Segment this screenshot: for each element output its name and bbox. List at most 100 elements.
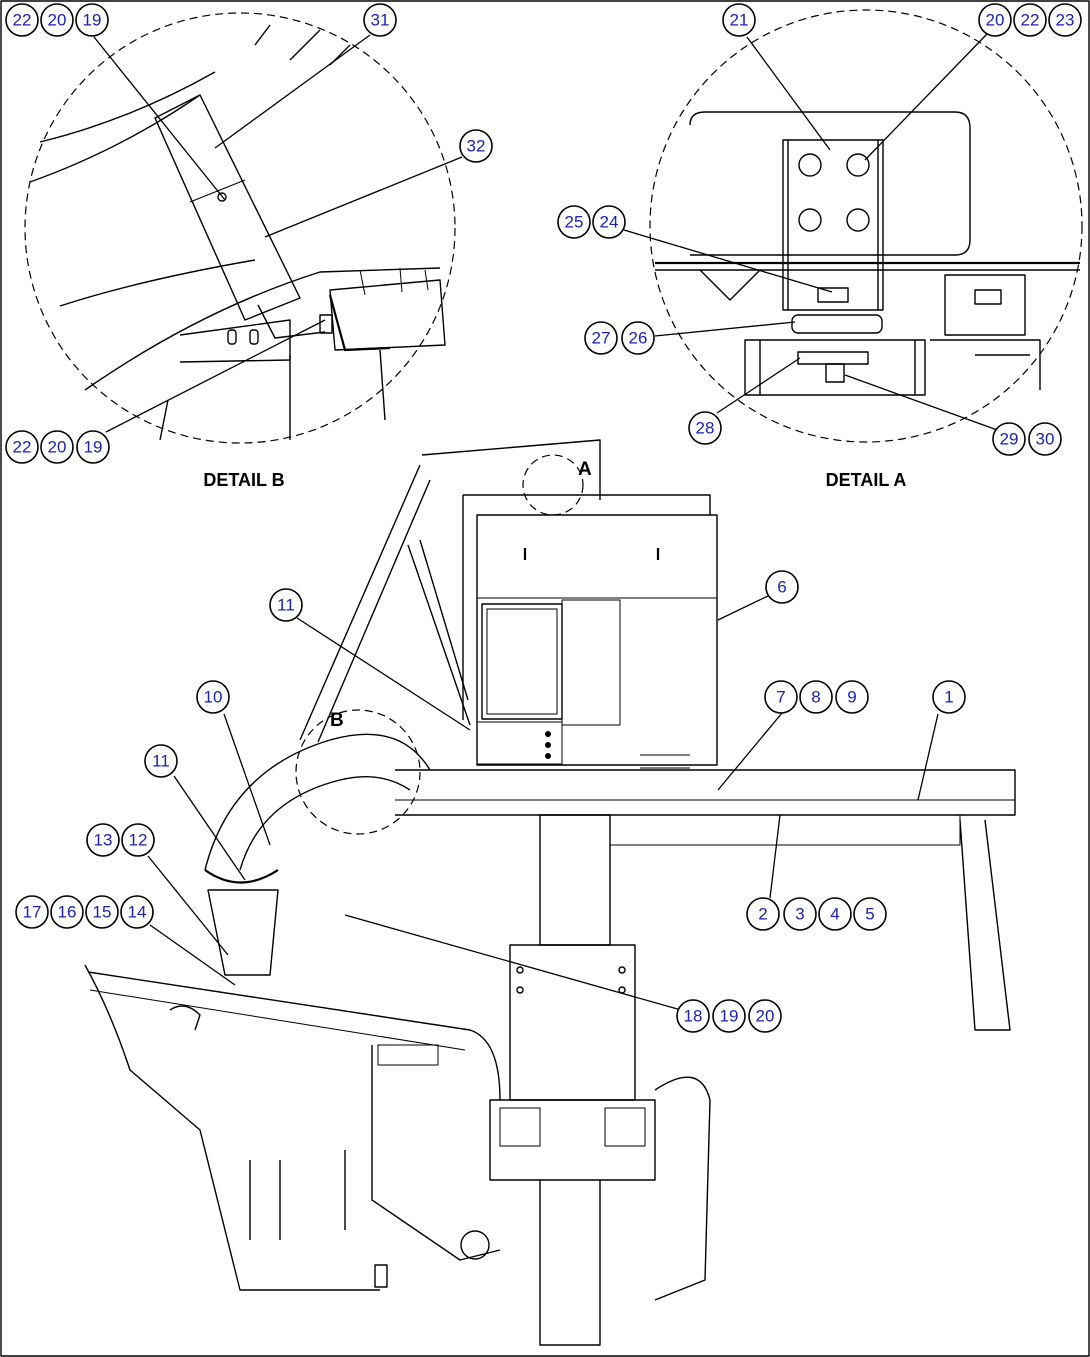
hose-clamp-band: [154, 94, 301, 321]
svg-text:27: 27: [592, 329, 611, 348]
callout-5: 5: [853, 897, 887, 931]
intake-hose-outer: [204, 733, 431, 871]
access-panel: [481, 603, 563, 720]
callout-13: 13: [86, 823, 120, 857]
hose-edge-upper-2: [39, 71, 216, 143]
svg-text:1: 1: [944, 688, 953, 707]
clamp-bolt: [217, 192, 227, 202]
right-ladder: [959, 819, 1011, 1031]
callout-20-lower: 20: [40, 430, 74, 464]
panel-dot-3: [545, 753, 551, 759]
svg-text:31: 31: [371, 11, 390, 30]
frame-bracket-top: [377, 1044, 439, 1066]
detail-a-boundary: [649, 9, 1083, 443]
adjacent-nut: [974, 289, 1002, 305]
callout-1: 1: [932, 680, 966, 714]
leader-lines: [93, 33, 1001, 1011]
intake-pipe-top: [421, 439, 601, 500]
hood-box: [476, 514, 718, 766]
hose-guide: [407, 539, 471, 726]
column-hole-3: [618, 966, 626, 974]
frame-bracket: [371, 1045, 501, 1261]
svg-text:12: 12: [129, 831, 148, 850]
hose-clamp-lower: [204, 869, 279, 884]
lower-panel: [476, 721, 563, 765]
bolt-4: [846, 208, 870, 232]
support-strut: [299, 464, 431, 743]
callout-3: 3: [783, 897, 817, 931]
callout-7: 7: [764, 680, 798, 714]
panel-dot-1: [545, 731, 551, 737]
bracket-body: [329, 279, 446, 351]
washer-plate: [797, 351, 869, 365]
callout-12: 12: [121, 823, 155, 857]
lower-nut: [825, 363, 845, 383]
side-panel: [561, 599, 621, 726]
detail-a-marker: [522, 454, 584, 516]
platform-rail: [610, 814, 961, 846]
svg-text:19: 19: [84, 438, 103, 457]
frame-logo: [169, 1005, 201, 1031]
callout-32: 32: [459, 129, 493, 163]
svg-text:26: 26: [629, 329, 648, 348]
svg-text:21: 21: [730, 11, 749, 30]
callout-25: 25: [557, 205, 591, 239]
svg-text:24: 24: [600, 213, 619, 232]
svg-text:20: 20: [48, 438, 67, 457]
svg-text:4: 4: [830, 905, 839, 924]
callout-22: 22: [5, 3, 39, 37]
callout-15: 15: [85, 895, 119, 929]
svg-text:14: 14: [128, 903, 147, 922]
svg-text:22: 22: [13, 11, 32, 30]
bracket-ribs: [359, 267, 429, 296]
detail-b-boundary: [24, 12, 456, 444]
frame-inner-edge: [89, 989, 466, 1051]
svg-text:29: 29: [1000, 430, 1019, 449]
callout-2: 2: [746, 897, 780, 931]
callout-23: 23: [1048, 3, 1082, 37]
frame-right-contour: [654, 1076, 711, 1301]
detail-b-letter: B: [330, 710, 344, 731]
callout-19: 19: [75, 3, 109, 37]
hood-top-lip: [463, 494, 711, 515]
base-plate-left: [499, 1107, 541, 1147]
svg-text:22: 22: [13, 438, 32, 457]
callout-4: 4: [818, 897, 852, 931]
column-base: [489, 1099, 656, 1181]
tank-outline: [689, 111, 971, 256]
callout-31: 31: [363, 3, 397, 37]
detail-a-letter: A: [578, 459, 592, 480]
rail-slot-2: [249, 329, 259, 345]
svg-text:30: 30: [1036, 430, 1055, 449]
frame-legs: [159, 349, 386, 441]
callout-14: 14: [120, 895, 154, 929]
adjacent-mount: [944, 274, 1026, 336]
bolt-2: [846, 153, 870, 177]
clip-nut: [319, 314, 333, 334]
svg-text:28: 28: [696, 419, 715, 438]
callout-balloons: 22 20 19 31 32 22 20 19 21 20 22 23 25 2…: [5, 3, 1082, 1033]
main-assembly: A B: [84, 439, 1016, 1346]
callout-9: 9: [835, 680, 869, 714]
svg-text:8: 8: [811, 688, 820, 707]
svg-text:3: 3: [795, 905, 804, 924]
svg-text:25: 25: [565, 213, 584, 232]
callout-22-lower: 22: [5, 430, 39, 464]
access-panel-inner: [486, 608, 558, 715]
callout-18: 18: [676, 999, 710, 1033]
callout-26: 26: [621, 321, 655, 355]
bracket-flange: [328, 294, 391, 352]
svg-text:7: 7: [776, 688, 785, 707]
clip-strap: [257, 304, 326, 339]
hose-edge-upper: [29, 94, 201, 183]
lower-bracket: [744, 339, 926, 396]
frame-top-edge: [87, 971, 501, 1101]
column-mid: [509, 944, 636, 1101]
lower-bracket-flanges: [759, 340, 916, 395]
frame-rail: [179, 319, 291, 363]
frame-tab: [374, 1264, 388, 1288]
svg-text:23: 23: [1056, 11, 1075, 30]
